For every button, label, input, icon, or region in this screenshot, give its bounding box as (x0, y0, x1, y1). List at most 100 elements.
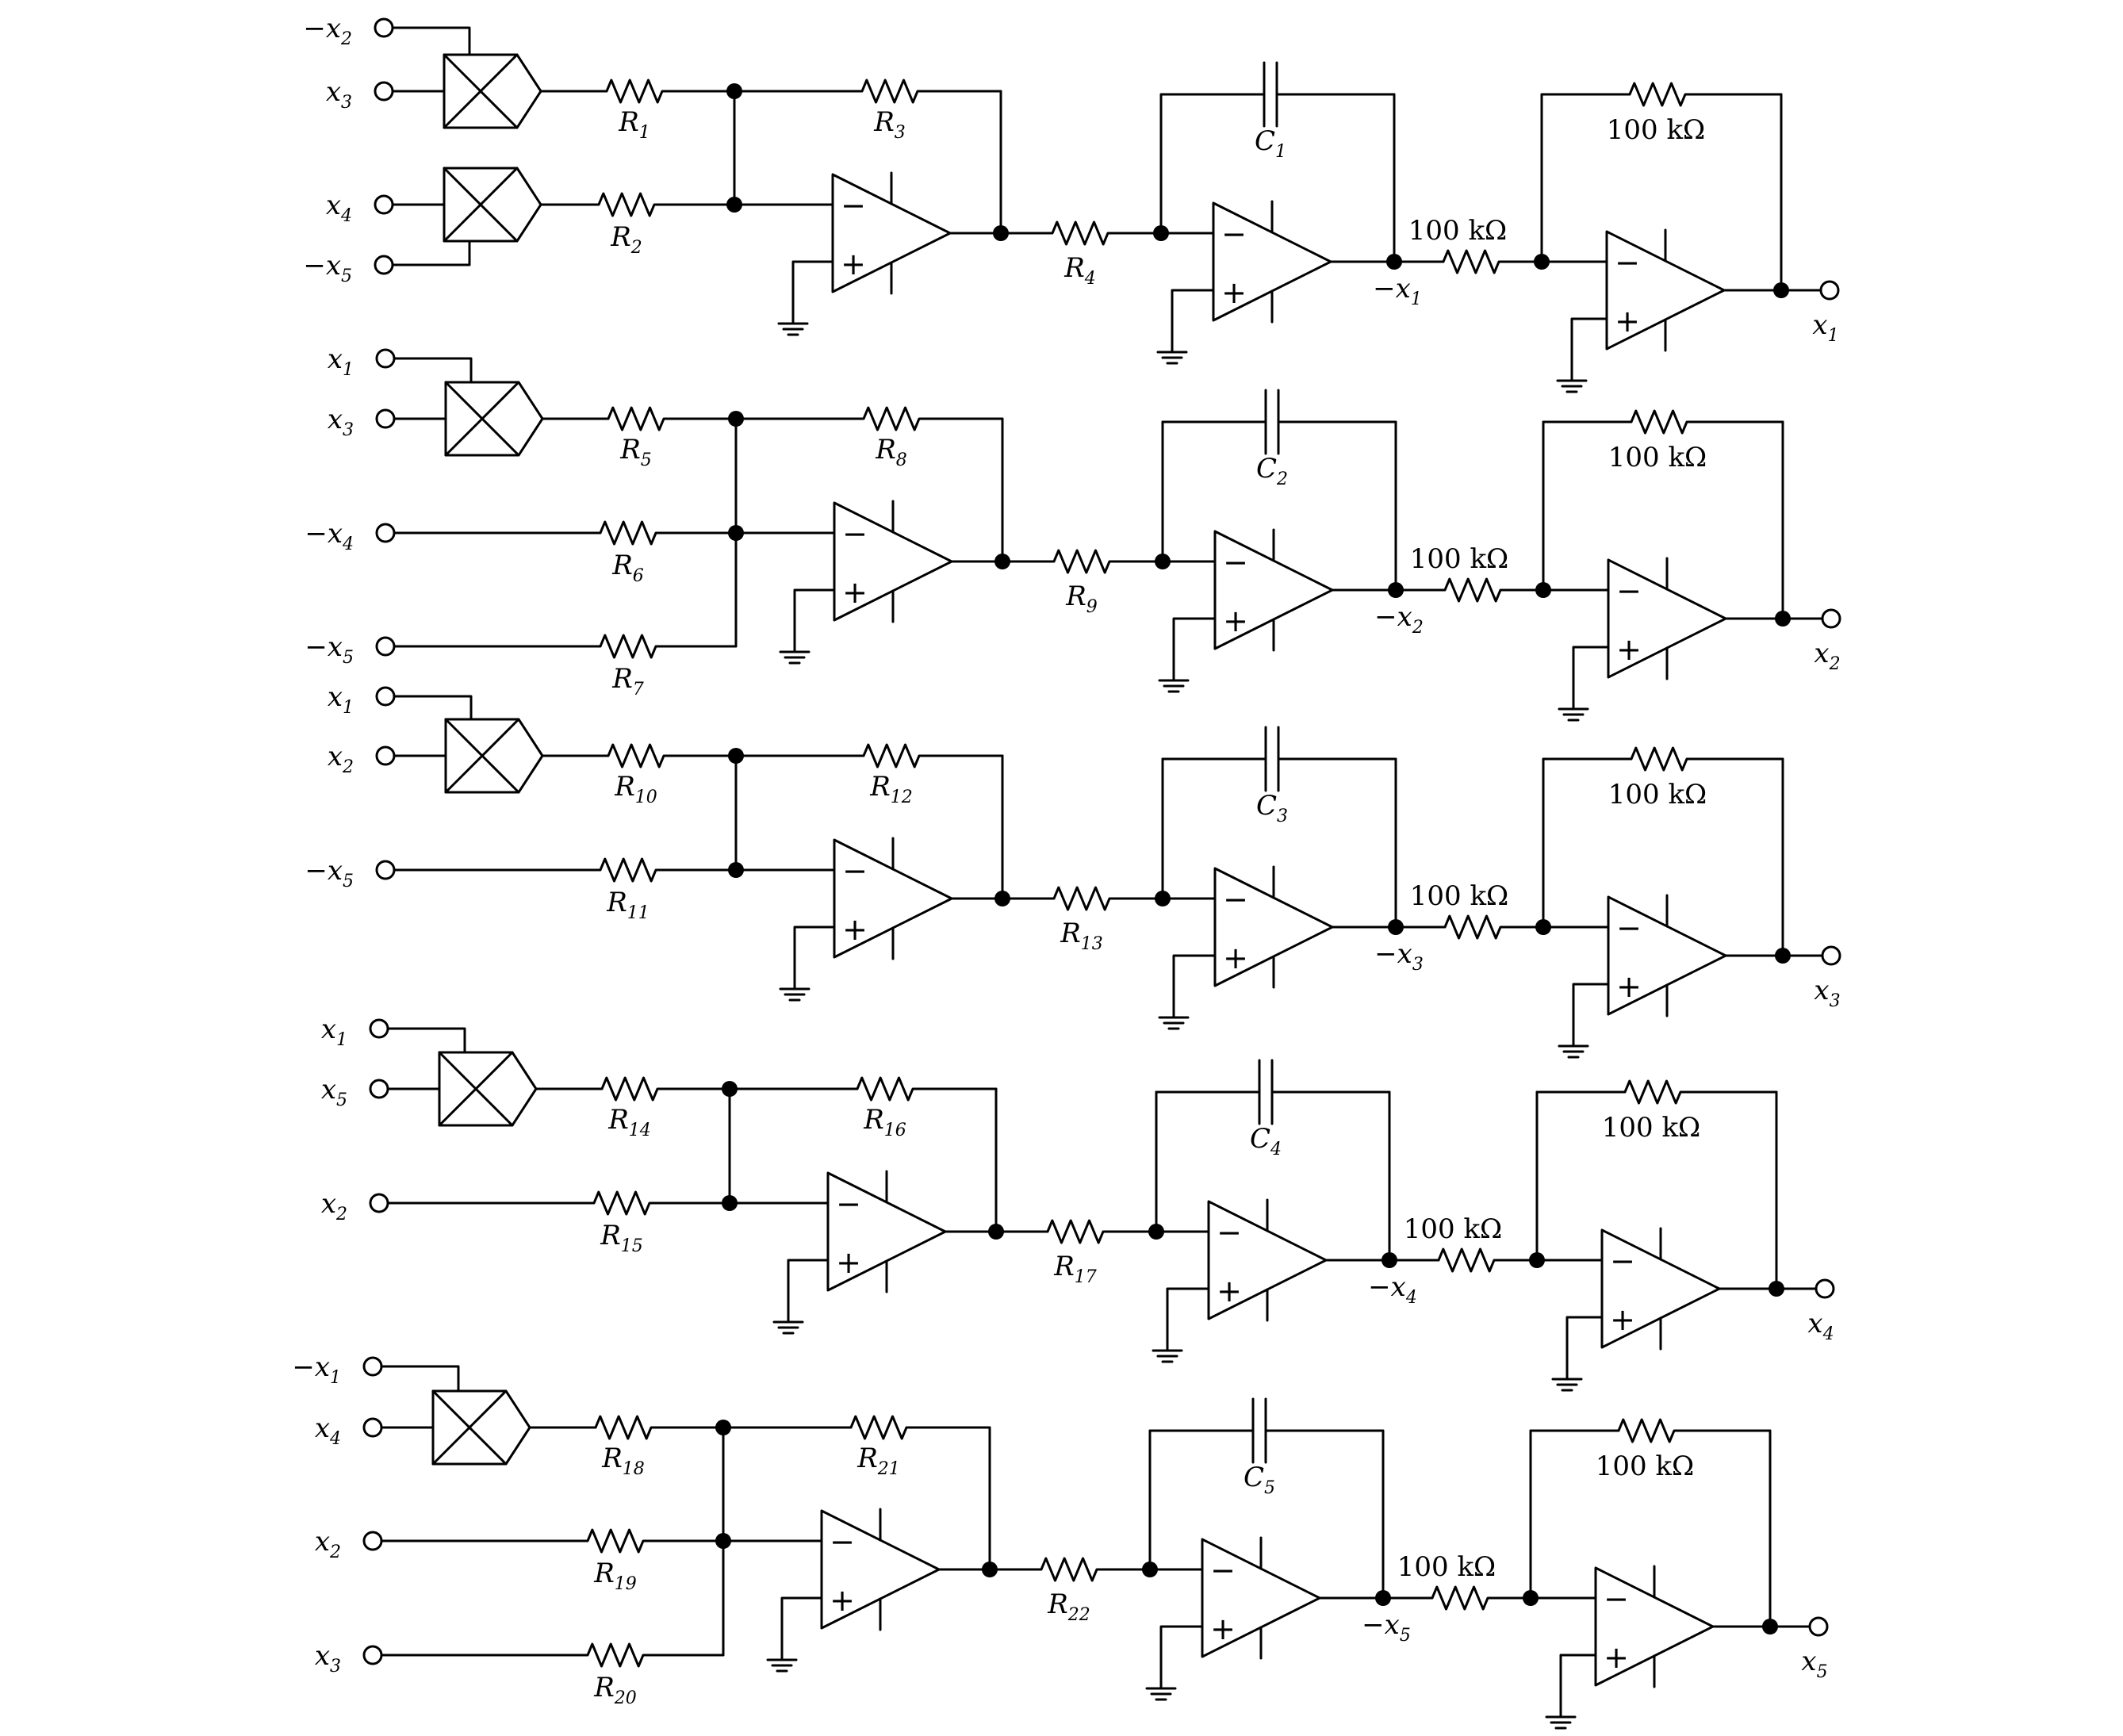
multiplier-cross (438, 1051, 514, 1127)
plus-sign: + (1223, 604, 1248, 638)
resistor (1393, 249, 1543, 274)
terminal (369, 1079, 389, 1099)
wire (1172, 617, 1217, 682)
terminal (1821, 945, 1841, 966)
input-label: x4 (315, 1412, 341, 1449)
node-label: −x1 (1373, 273, 1422, 309)
resistor (1535, 1079, 1778, 1105)
resistor-label: R20 (593, 1672, 637, 1708)
minus-sign: − (830, 1524, 855, 1559)
minus-sign: − (1217, 1215, 1242, 1250)
minus-sign: − (1610, 1244, 1635, 1278)
terminal (1815, 1278, 1835, 1299)
multiplier-icon (431, 1389, 531, 1466)
resistor (733, 79, 1002, 104)
plus-sign: + (1221, 275, 1247, 310)
resistor (1529, 1418, 1772, 1443)
terminal (374, 255, 394, 275)
resistor (539, 79, 736, 104)
capacitor-label: C2 (1256, 453, 1288, 489)
resistor (1394, 914, 1545, 940)
resistor-label: 100 kΩ (1608, 442, 1707, 473)
wire (793, 925, 836, 991)
resistor (528, 1415, 725, 1440)
resistor-label: 100 kΩ (1410, 880, 1509, 912)
plus-sign: + (841, 247, 866, 282)
terminal (362, 1531, 383, 1551)
input-label: x2 (321, 1188, 347, 1224)
wire (1572, 646, 1610, 711)
input-label: x2 (315, 1526, 341, 1562)
resistor (1394, 577, 1545, 603)
multiplier-icon (443, 53, 542, 129)
resistor (539, 192, 736, 217)
plus-sign: + (842, 575, 868, 610)
resistor-label: R10 (614, 771, 657, 807)
resistor-label: R8 (875, 434, 907, 470)
capacitor-label: C4 (1250, 1123, 1282, 1159)
wire (1572, 983, 1610, 1048)
input-label: −x5 (303, 250, 352, 286)
resistor-label: R17 (1053, 1251, 1097, 1287)
capacitor-label: C5 (1244, 1462, 1275, 1498)
input-label: x1 (328, 681, 354, 718)
terminal (375, 636, 396, 657)
resistor-label: R7 (611, 663, 644, 699)
plus-sign: + (1616, 969, 1642, 1004)
wire (791, 260, 834, 325)
resistor (1001, 549, 1164, 574)
node-label: −x3 (1374, 938, 1424, 975)
resistor-label: R21 (856, 1443, 900, 1479)
resistor-label: R12 (869, 771, 913, 807)
wire (391, 26, 471, 56)
resistor-label: 100 kΩ (1408, 215, 1508, 247)
resistor-label: R13 (1060, 918, 1103, 954)
resistor (393, 520, 738, 546)
plus-sign: + (1217, 1274, 1242, 1309)
resistor (1540, 82, 1783, 107)
resistor-label: R18 (601, 1443, 645, 1479)
input-label: x3 (315, 1640, 341, 1677)
multiplier-icon (444, 381, 544, 457)
resistor (1381, 1585, 1532, 1611)
resistor-label: R14 (607, 1104, 651, 1140)
resistor (380, 1528, 725, 1554)
plus-sign: + (1210, 1611, 1236, 1646)
terminal (374, 81, 394, 102)
terminal (362, 1645, 383, 1665)
capacitor-label: C3 (1256, 790, 1288, 826)
input-label: x3 (328, 404, 354, 440)
resistor-label: R15 (600, 1220, 643, 1256)
terminal (375, 523, 396, 543)
terminal (1808, 1616, 1829, 1637)
resistor-label: R2 (610, 221, 642, 258)
wire (1559, 1654, 1597, 1719)
plus-sign: + (1616, 632, 1642, 667)
input-label: −x4 (305, 518, 354, 554)
resistor-label: R6 (611, 550, 644, 586)
terminal (362, 1417, 383, 1438)
node-label: −x5 (1362, 1609, 1411, 1646)
resistor (1542, 409, 1784, 435)
plus-sign: + (830, 1583, 855, 1618)
multiplier-cross (431, 1389, 508, 1466)
resistor (541, 743, 738, 768)
input-label: −x1 (292, 1351, 341, 1388)
resistor (1001, 886, 1164, 911)
resistor (386, 1190, 731, 1216)
terminal (369, 1018, 389, 1039)
plus-sign: + (1610, 1302, 1635, 1337)
resistor-label: R11 (606, 887, 650, 923)
plus-sign: + (836, 1245, 861, 1280)
resistor-label: 100 kΩ (1596, 1450, 1695, 1482)
resistor-label: 100 kΩ (1607, 114, 1706, 146)
minus-sign: − (841, 188, 866, 223)
node-label: −x4 (1368, 1271, 1417, 1308)
input-label: x1 (321, 1014, 347, 1050)
multiplier-cross (443, 167, 519, 243)
terminal (374, 194, 394, 215)
